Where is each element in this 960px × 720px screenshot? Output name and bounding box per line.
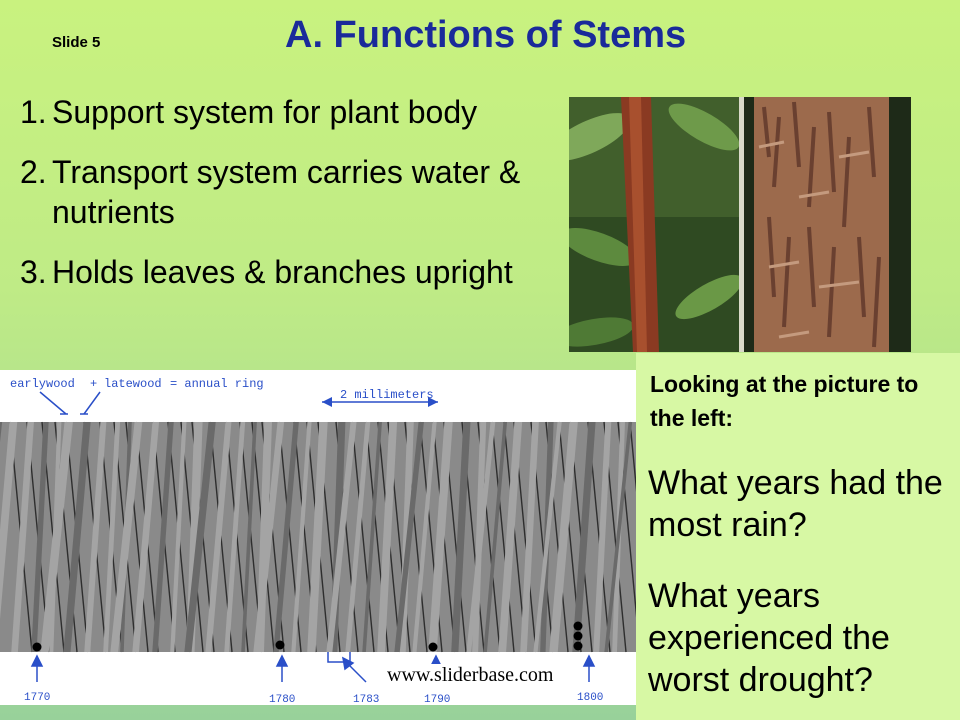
stem-bark-photo bbox=[569, 97, 911, 352]
wood-grain-band bbox=[186, 422, 203, 652]
bullet-text: Transport system carries water & nutrien… bbox=[52, 154, 521, 230]
label-annual-ring: = annual ring bbox=[170, 377, 264, 391]
wood-grain-band bbox=[326, 422, 357, 652]
year-label: 1800 bbox=[577, 692, 603, 704]
wood-grain-band bbox=[549, 422, 578, 652]
marker-dot bbox=[32, 642, 42, 652]
wood-grain-band bbox=[31, 422, 49, 652]
wood-grain-band bbox=[40, 422, 73, 652]
year-label: 1770 bbox=[24, 692, 50, 704]
wood-grain-band bbox=[63, 422, 91, 652]
marker-dot bbox=[428, 642, 438, 652]
wood-grain-band bbox=[11, 422, 34, 652]
bullet-text: Holds leaves & branches upright bbox=[52, 254, 513, 290]
wood-grain-band bbox=[273, 422, 299, 652]
wood-grain-band bbox=[483, 422, 508, 652]
marker-dot bbox=[573, 641, 583, 651]
slide-number: Slide 5 bbox=[52, 34, 101, 51]
wood-grain-band bbox=[345, 422, 371, 652]
wood-grain-band bbox=[224, 422, 246, 652]
year-label: 1780 bbox=[269, 694, 295, 705]
wood-grain-band bbox=[412, 422, 437, 652]
wood-grain-band bbox=[362, 422, 382, 652]
bullet-item: 1.Support system for plant body bbox=[20, 92, 565, 132]
year-label: 1790 bbox=[424, 694, 450, 705]
marker-dot bbox=[275, 640, 285, 650]
wood-grain-band bbox=[520, 422, 539, 652]
bullet-number: 2. bbox=[20, 154, 47, 190]
scale-arrow-left-icon bbox=[322, 397, 332, 407]
wood-grain-band bbox=[170, 422, 187, 652]
wood-grain-line bbox=[491, 421, 515, 653]
wood-grain-band bbox=[428, 422, 453, 652]
wood-grain-band bbox=[0, 422, 18, 652]
wood-grain-band bbox=[205, 422, 232, 652]
watermark-text: www.sliderbase.com bbox=[383, 664, 558, 687]
wood-grain-line bbox=[351, 421, 375, 653]
label-earlywood: earlywood bbox=[10, 377, 75, 391]
wood-grain-band bbox=[394, 422, 424, 652]
scale-arrow-right-icon bbox=[428, 397, 438, 407]
marker-dot bbox=[573, 631, 583, 641]
wood-grain-band bbox=[593, 422, 612, 652]
label-plus: + bbox=[90, 377, 97, 391]
bullet-item: 2.Transport system carries water & nutri… bbox=[20, 152, 565, 232]
wood-grain-band bbox=[466, 422, 496, 652]
wood-grain-band bbox=[498, 422, 523, 652]
wood-grain-band bbox=[103, 422, 121, 652]
tree-ring-image: earlywood + latewood = annual ring 2 mil… bbox=[0, 370, 636, 705]
question-panel: Looking at the picture to the left: What… bbox=[636, 353, 960, 720]
wood-grain-band bbox=[291, 422, 312, 652]
wood-grain-band bbox=[572, 422, 596, 652]
bullet-item: 3.Holds leaves & branches upright bbox=[20, 252, 565, 292]
wood-grain-band bbox=[253, 422, 285, 652]
bullet-text: Support system for plant body bbox=[52, 94, 478, 130]
bullet-number: 1. bbox=[20, 94, 47, 130]
wood-grain-band bbox=[132, 422, 160, 652]
label-latewood: latewood bbox=[104, 377, 162, 391]
wood-grain-band bbox=[533, 422, 562, 652]
wood-grain-band bbox=[84, 422, 107, 652]
marker-dot bbox=[573, 621, 583, 631]
wood-grain-band bbox=[152, 422, 174, 652]
wood-grain-band bbox=[241, 422, 257, 652]
wood-grain-band bbox=[377, 422, 398, 652]
scale-label: 2 millimeters bbox=[340, 388, 434, 402]
wood-grain-line bbox=[629, 421, 636, 493]
year-label: 1783 bbox=[353, 694, 379, 705]
wood-grain-band bbox=[307, 422, 328, 652]
bullet-list: 1.Support system for plant body 2.Transp… bbox=[20, 92, 565, 312]
pointer-lines bbox=[39, 391, 101, 415]
question-header: Looking at the picture to the left: bbox=[650, 371, 919, 431]
wood-grain-band bbox=[451, 422, 471, 652]
bullet-number: 3. bbox=[20, 254, 47, 290]
question-drought: What years experienced the worst drought… bbox=[648, 577, 890, 699]
question-rain: What years had the most rain? bbox=[648, 464, 943, 544]
wood-grain-band bbox=[184, 422, 216, 652]
wood-grain-band bbox=[110, 422, 143, 652]
slide-title: A. Functions of Stems bbox=[285, 14, 687, 56]
wood-grain-band bbox=[604, 422, 633, 652]
